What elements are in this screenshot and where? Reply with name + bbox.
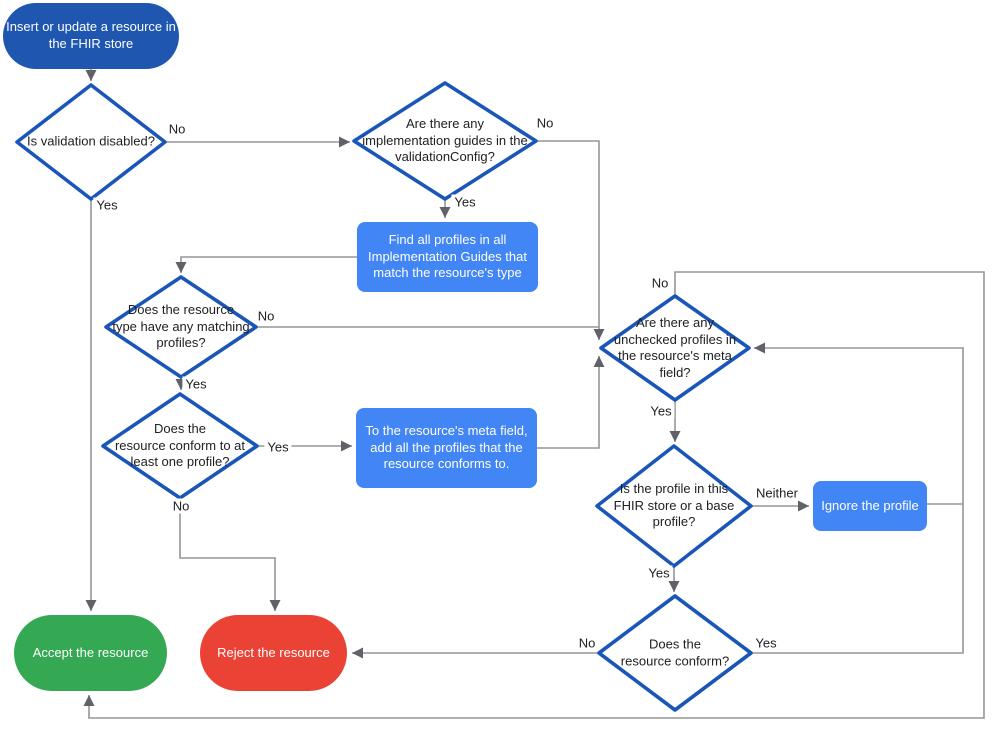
edge-label-unchecked-no: No xyxy=(648,275,672,291)
decision-resource-conform: Does the resource conform? xyxy=(620,636,730,668)
decision-matching-profiles-shape xyxy=(104,275,258,379)
decision-conform-one: Does the resource conform to at least on… xyxy=(114,421,246,470)
decision-profile-in-store: Is the profile in this FHIR store or a b… xyxy=(613,481,735,530)
decision-validation-disabled: Is validation disabled? xyxy=(27,133,155,149)
edge-label-implguides-no: No xyxy=(533,115,557,131)
edge-label-store-yes: Yes xyxy=(645,565,673,581)
process-ignore-profile: Ignore the profile xyxy=(813,481,927,531)
edge-implguides-no xyxy=(536,140,605,340)
edge-label-implguides-yes: Yes xyxy=(451,194,479,210)
edge-label-validation-yes: Yes xyxy=(93,197,121,213)
reject-node: Reject the resource xyxy=(200,615,347,691)
process-add-profiles: To the resource's meta field, add all th… xyxy=(356,408,537,488)
edge-label-conform-no: No xyxy=(575,635,599,651)
decision-implementation-guides-shape xyxy=(352,81,538,201)
edge-label-conform-yes: Yes xyxy=(752,635,780,651)
edge-label-conformone-yes: Yes xyxy=(264,439,292,455)
decision-resource-conform-shape xyxy=(597,594,753,712)
process-find-profiles: Find all profiles in all Implementation … xyxy=(357,222,538,292)
decision-validation-disabled-shape xyxy=(15,83,167,201)
edge-label-conformone-no: No xyxy=(169,498,193,514)
decision-implementation-guides: Are there any implementation guides in t… xyxy=(362,116,528,165)
decision-unchecked-profiles: Are there any unchecked profiles in the … xyxy=(613,314,737,380)
edge-label-unchecked-yes: Yes xyxy=(647,403,675,419)
edge-label-validation-no: No xyxy=(165,121,189,137)
edge-findprofiles-to-matching xyxy=(175,256,357,273)
edge-addprofiles-to-unchecked xyxy=(537,356,605,449)
edge-conform-yes-loop xyxy=(751,342,964,654)
decision-unchecked-profiles-shape xyxy=(599,294,751,402)
edge-unchecked-no-to-accept xyxy=(83,271,985,719)
edge-label-store-neither: Neither xyxy=(753,485,801,501)
edge-label-matching-no: No xyxy=(254,308,278,324)
edge-label-matching-yes: Yes xyxy=(182,376,210,392)
start-node: Insert or update a resource in the FHIR … xyxy=(3,3,179,69)
edge-conformone-no-to-reject xyxy=(179,498,281,611)
decision-profile-in-store-shape xyxy=(595,444,753,568)
accept-node: Accept the resource xyxy=(14,615,167,691)
decision-matching-profiles: Does the resource type have any matching… xyxy=(112,302,250,351)
decision-conform-one-shape xyxy=(101,392,259,500)
